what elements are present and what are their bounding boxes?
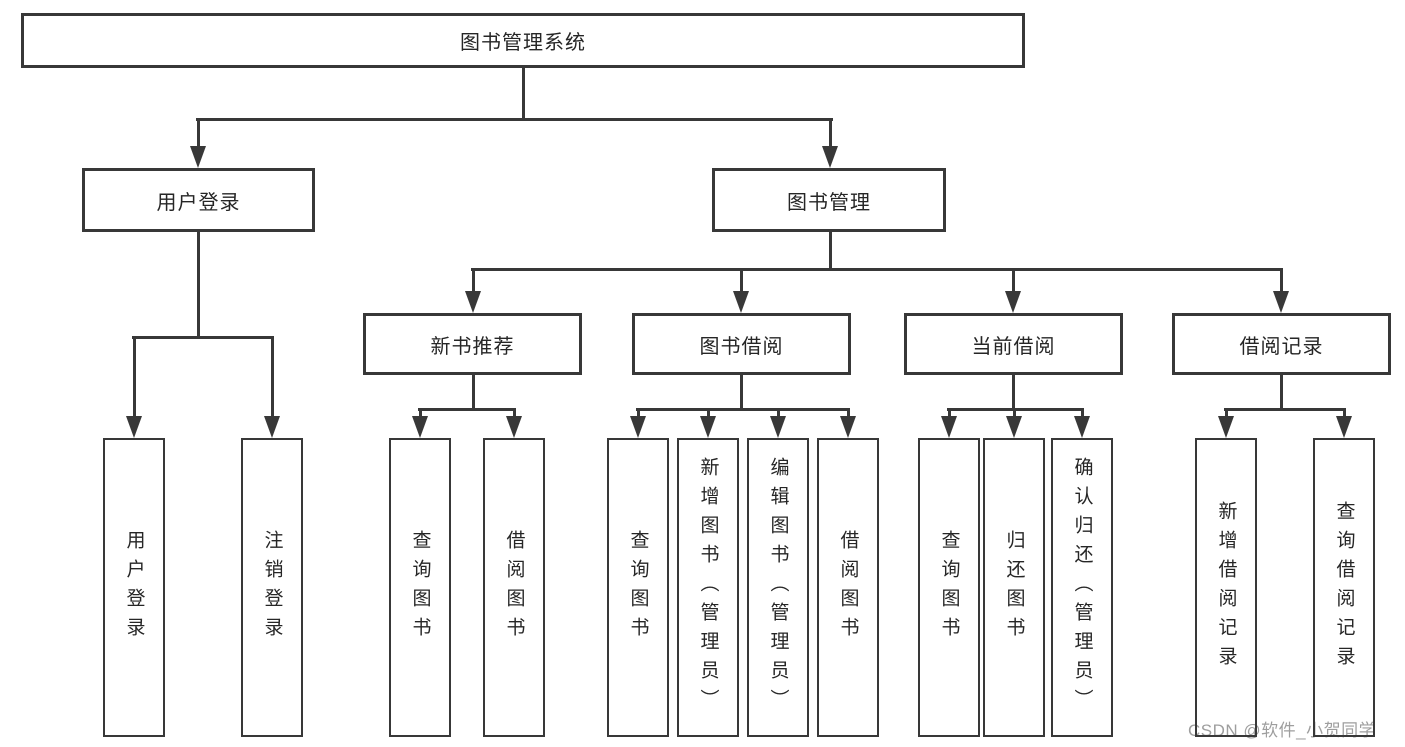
leaf-borrow-books: 借阅图书 xyxy=(817,438,879,737)
leaf-label: 新增图书（管理员） xyxy=(697,457,719,718)
node-label: 图书管理 xyxy=(787,191,871,214)
node-label: 图书借阅 xyxy=(699,335,784,358)
connector-line xyxy=(1012,270,1015,295)
arrow-down-icon xyxy=(700,416,716,438)
arrow-down-icon xyxy=(941,416,957,438)
connector-bar xyxy=(132,336,274,339)
node-borrow-records: 借阅记录 xyxy=(1172,313,1391,375)
node-label: 新书推荐 xyxy=(430,335,515,358)
connector-line xyxy=(1280,270,1283,295)
connector-line xyxy=(740,375,743,410)
connector-bar xyxy=(471,268,1283,271)
connector-line xyxy=(1280,375,1283,410)
leaf-query-books-borrow: 查询图书 xyxy=(607,438,669,737)
connector-line xyxy=(1013,410,1016,420)
connector-line xyxy=(197,232,200,338)
arrow-down-icon xyxy=(1005,291,1021,313)
leaf-label: 归还图书 xyxy=(1003,529,1025,646)
leaf-label: 查询图书 xyxy=(409,529,431,646)
leaf-label: 新增借阅记录 xyxy=(1215,500,1237,675)
connector-line xyxy=(522,68,525,120)
connector-line xyxy=(472,270,475,295)
connector-line xyxy=(740,270,743,295)
connector-line xyxy=(847,410,850,420)
connector-bar xyxy=(636,408,850,411)
connector-line xyxy=(472,375,475,410)
arrow-down-icon xyxy=(1006,416,1022,438)
connector-line xyxy=(1225,410,1228,420)
arrow-down-icon xyxy=(822,146,838,168)
leaf-label: 查询图书 xyxy=(938,529,960,646)
arrow-down-icon xyxy=(1218,416,1234,438)
node-user-login: 用户登录 xyxy=(82,168,315,232)
arrow-down-icon xyxy=(465,291,481,313)
leaf-query-books-current: 查询图书 xyxy=(918,438,980,737)
arrow-down-icon xyxy=(630,416,646,438)
connector-line xyxy=(133,337,136,420)
leaf-confirm-return-admin: 确认归还（管理员） xyxy=(1051,438,1113,737)
leaf-label: 查询图书 xyxy=(627,529,649,646)
leaf-return-books: 归还图书 xyxy=(983,438,1045,737)
node-label: 用户登录 xyxy=(156,191,241,214)
arrow-down-icon xyxy=(733,291,749,313)
leaf-query-books-recommend: 查询图书 xyxy=(389,438,451,737)
leaf-label: 编辑图书（管理员） xyxy=(767,457,789,718)
leaf-add-books-admin: 新增图书（管理员） xyxy=(677,438,739,737)
connector-line xyxy=(419,410,422,420)
watermark: CSDN @软件_小贺同学 xyxy=(1188,721,1377,740)
leaf-borrow-books-recommend: 借阅图书 xyxy=(483,438,545,737)
leaf-label: 用户登录 xyxy=(123,529,145,646)
leaf-label: 查询借阅记录 xyxy=(1333,500,1355,675)
leaf-logout: 注销登录 xyxy=(241,438,303,737)
node-current-borrow: 当前借阅 xyxy=(904,313,1123,375)
leaf-edit-books-admin: 编辑图书（管理员） xyxy=(747,438,809,737)
connector-bar xyxy=(947,408,1084,411)
connector-line xyxy=(1012,375,1015,410)
node-label: 借阅记录 xyxy=(1239,335,1324,358)
arrow-down-icon xyxy=(190,146,206,168)
node-book-borrow: 图书借阅 xyxy=(632,313,851,375)
arrow-down-icon xyxy=(506,416,522,438)
node-new-book-recommend: 新书推荐 xyxy=(363,313,582,375)
node-label: 图书管理系统 xyxy=(460,32,586,54)
arrow-down-icon xyxy=(840,416,856,438)
connector-line xyxy=(777,410,780,420)
connector-line xyxy=(637,410,640,420)
arrow-down-icon xyxy=(1336,416,1352,438)
connector-line xyxy=(1343,410,1346,420)
arrow-down-icon xyxy=(1074,416,1090,438)
leaf-label: 借阅图书 xyxy=(503,529,525,646)
connector-line xyxy=(707,410,710,420)
node-label: 当前借阅 xyxy=(971,335,1056,358)
connector-bar xyxy=(418,408,516,411)
connector-line xyxy=(271,337,274,420)
connector-bar xyxy=(1224,408,1346,411)
leaf-label: 借阅图书 xyxy=(837,529,859,646)
leaf-user-login: 用户登录 xyxy=(103,438,165,737)
arrow-down-icon xyxy=(126,416,142,438)
connector-bar xyxy=(196,118,833,121)
arrow-down-icon xyxy=(1273,291,1289,313)
leaf-add-borrow-record: 新增借阅记录 xyxy=(1195,438,1257,737)
connector-line xyxy=(513,410,516,420)
leaf-label: 注销登录 xyxy=(261,529,283,646)
arrow-down-icon xyxy=(412,416,428,438)
connector-line xyxy=(197,120,200,150)
connector-line xyxy=(829,120,832,150)
node-book-management: 图书管理 xyxy=(712,168,946,232)
node-root: 图书管理系统 xyxy=(21,13,1025,68)
arrow-down-icon xyxy=(264,416,280,438)
connector-line xyxy=(1081,410,1084,420)
connector-line xyxy=(948,410,951,420)
leaf-label: 确认归还（管理员） xyxy=(1071,457,1093,718)
connector-line xyxy=(829,232,832,270)
leaf-query-borrow-record: 查询借阅记录 xyxy=(1313,438,1375,737)
arrow-down-icon xyxy=(770,416,786,438)
